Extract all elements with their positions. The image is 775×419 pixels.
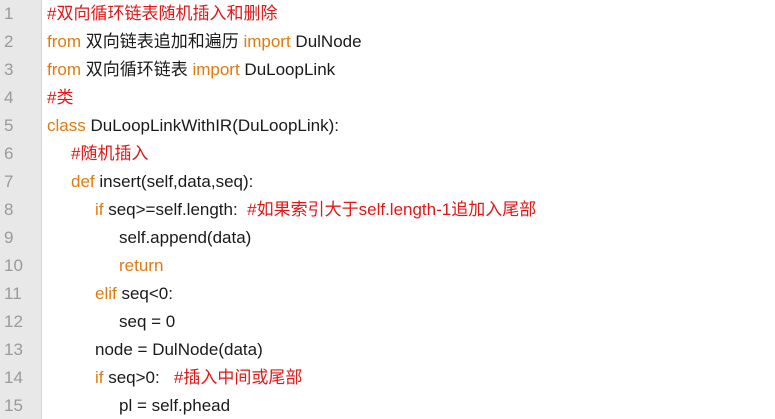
code-line[interactable]: 14 if seq>0: #插入中间或尾部 xyxy=(0,364,775,392)
line-number: 15 xyxy=(4,396,23,415)
code-line[interactable]: 3 from 双向循环链表 import DuLoopLink xyxy=(0,56,775,84)
line-number: 4 xyxy=(4,88,14,107)
line-content: if seq>=self.length: #如果索引大于self.length-… xyxy=(47,196,536,224)
line-content: #随机插入 xyxy=(47,140,148,168)
text-token: seq>0: xyxy=(103,368,174,387)
keyword-token: class xyxy=(47,116,86,135)
keyword-token: import xyxy=(192,60,240,79)
line-number: 14 xyxy=(4,368,23,387)
line-number: 13 xyxy=(4,340,23,359)
comment-token: #双向循环链表随机插入和删除 xyxy=(47,4,278,23)
code-line[interactable]: 10 return xyxy=(0,252,775,280)
comment-token: #随机插入 xyxy=(71,144,149,163)
line-content: elif seq<0: xyxy=(47,280,173,308)
line-content: #类 xyxy=(47,84,73,112)
code-line[interactable]: 12 seq = 0 xyxy=(0,308,775,336)
text-token: DuLoopLinkWithIR(DuLoopLink): xyxy=(85,116,339,135)
line-number: 5 xyxy=(4,116,14,135)
line-number: 10 xyxy=(4,256,23,275)
code-line[interactable]: 15 pl = self.phead xyxy=(0,392,775,419)
line-number: 9 xyxy=(4,228,14,247)
line-number: 6 xyxy=(4,144,14,163)
text-token: self.append(data) xyxy=(119,228,252,247)
keyword-token: elif xyxy=(95,284,117,303)
line-content: if seq>0: #插入中间或尾部 xyxy=(47,364,302,392)
text-token: 双向链表追加和遍历 xyxy=(81,32,244,51)
code-line[interactable]: 9 self.append(data) xyxy=(0,224,775,252)
comment-token: #插入中间或尾部 xyxy=(173,368,303,387)
comment-token: #如果索引大于self.length-1追加入尾部 xyxy=(247,200,537,219)
code-line[interactable]: 2 from 双向链表追加和遍历 import DulNode xyxy=(0,28,775,56)
line-content: from 双向循环链表 import DuLoopLink xyxy=(47,56,335,84)
line-content: def insert(self,data,seq): xyxy=(47,168,253,196)
line-content: return xyxy=(47,252,163,280)
line-number: 12 xyxy=(4,312,23,331)
keyword-token: if xyxy=(95,200,104,219)
line-content: from 双向链表追加和遍历 import DulNode xyxy=(47,28,362,56)
comment-token: #类 xyxy=(47,88,74,107)
keyword-token: return xyxy=(119,256,164,275)
text-token: pl = self.phead xyxy=(119,396,231,415)
text-token: seq<0: xyxy=(116,284,173,303)
line-number: 2 xyxy=(4,32,14,51)
line-number: 3 xyxy=(4,60,14,79)
line-content: self.append(data) xyxy=(47,224,251,252)
line-number: 11 xyxy=(4,284,22,303)
text-token: seq = 0 xyxy=(119,312,176,331)
line-content: node = DulNode(data) xyxy=(47,336,263,364)
text-token: DulNode xyxy=(290,32,362,51)
keyword-token: import xyxy=(243,32,291,51)
code-line[interactable]: 8 if seq>=self.length: #如果索引大于self.length… xyxy=(0,196,775,224)
line-number-gutter xyxy=(0,0,42,419)
keyword-token: if xyxy=(95,368,104,387)
keyword-token: from xyxy=(47,60,81,79)
text-token: node = DulNode(data) xyxy=(95,340,263,359)
line-content: pl = self.phead xyxy=(47,392,230,419)
keyword-token: from xyxy=(47,32,81,51)
line-content: #双向循环链表随机插入和删除 xyxy=(47,0,277,28)
code-line[interactable]: 11 elif seq<0: xyxy=(0,280,775,308)
line-number: 1 xyxy=(4,4,14,23)
text-token: DuLoopLink xyxy=(239,60,336,79)
line-content: seq = 0 xyxy=(47,308,175,336)
line-number: 8 xyxy=(4,200,14,219)
code-line[interactable]: 4 #类 xyxy=(0,84,775,112)
code-line[interactable]: 5 class DuLoopLinkWithIR(DuLoopLink): xyxy=(0,112,775,140)
code-line[interactable]: 13 node = DulNode(data) xyxy=(0,336,775,364)
text-token: 双向循环链表 xyxy=(81,60,193,79)
keyword-token: def xyxy=(71,172,95,191)
text-token: seq>=self.length: xyxy=(103,200,248,219)
line-content: class DuLoopLinkWithIR(DuLoopLink): xyxy=(47,112,339,140)
code-line[interactable]: 6 #随机插入 xyxy=(0,140,775,168)
text-token: insert(self,data,seq): xyxy=(94,172,254,191)
line-number: 7 xyxy=(4,172,14,191)
code-line[interactable]: 1 #双向循环链表随机插入和删除 xyxy=(0,0,775,28)
code-line[interactable]: 7 def insert(self,data,seq): xyxy=(0,168,775,196)
